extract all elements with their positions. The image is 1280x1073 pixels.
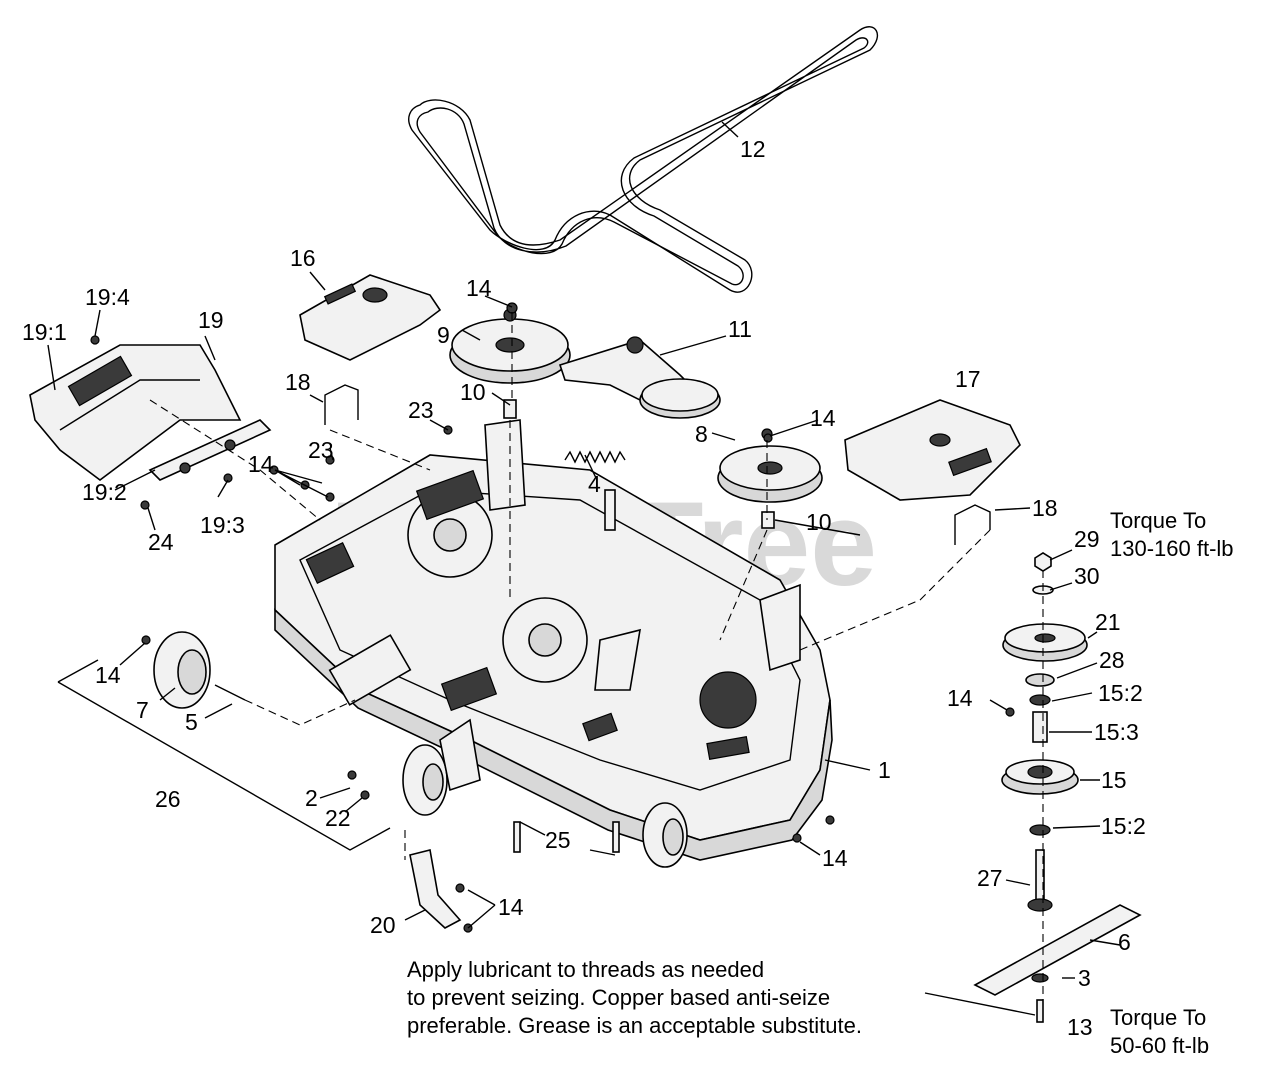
callout-19-1: 19:1: [22, 319, 67, 345]
assembly-lines: [149, 312, 1044, 1000]
callout-3: 3: [1078, 965, 1091, 991]
torque-top-line2: 130-160 ft-lb: [1110, 536, 1234, 561]
callout-30: 30: [1074, 563, 1100, 589]
chute-deflector-20[interactable]: [409, 849, 462, 929]
belt-cover-16[interactable]: [299, 274, 442, 361]
callout-2: 2: [305, 785, 318, 811]
callout-6: 6: [1118, 929, 1131, 955]
callout-14g: 14: [498, 894, 524, 920]
callout-18-left: 18: [285, 369, 311, 395]
bolt-13: [1036, 999, 1044, 1023]
callout-20: 20: [370, 912, 396, 938]
callout-10b: 10: [806, 509, 832, 535]
callout-24: 24: [148, 529, 174, 555]
belt-cover-17[interactable]: [844, 399, 1021, 501]
callout-14e: 14: [947, 685, 973, 711]
front-wheel-left[interactable]: [402, 718, 481, 816]
callout-4: 4: [588, 471, 601, 497]
callout-7: 7: [136, 697, 149, 723]
callout-15: 15: [1101, 767, 1127, 793]
callout-25: 25: [545, 827, 571, 853]
callout-8: 8: [695, 421, 708, 447]
callout-15-2-bottom: 15:2: [1101, 813, 1146, 839]
callout-1: 1: [878, 757, 891, 783]
idler-arm-11[interactable]: [558, 336, 721, 419]
washer-3: [1031, 973, 1049, 983]
torque-bottom-line1: Torque To: [1110, 1005, 1206, 1030]
idler-pulley-8[interactable]: [717, 428, 823, 529]
nut-29: [1034, 552, 1052, 572]
belt[interactable]: [408, 26, 879, 293]
callout-29: 29: [1074, 526, 1100, 552]
anti-scalp-wheel-7[interactable]: [153, 631, 246, 709]
torque-note-top: Torque To 130-160 ft-lb: [1110, 508, 1234, 561]
callout-23b: 23: [308, 437, 334, 463]
torque-note-bottom: Torque To 50-60 ft-lb: [1110, 1005, 1209, 1058]
callout-19-4: 19:4: [85, 284, 130, 310]
bearing-15-2-top: [1029, 694, 1051, 706]
front-wheel-right[interactable]: [642, 802, 688, 868]
callout-16: 16: [290, 245, 316, 271]
callout-10a: 10: [460, 379, 486, 405]
callout-23a: 23: [408, 397, 434, 423]
callout-17: 17: [955, 366, 981, 392]
rod-18-right[interactable]: [954, 504, 991, 545]
callout-9: 9: [437, 322, 450, 348]
callout-15-2-top: 15:2: [1098, 680, 1143, 706]
leader-lines: [47, 121, 1121, 1016]
blade-6: [973, 904, 1142, 996]
bearing-15-2-bottom: [1029, 824, 1051, 836]
callout-19: 19: [198, 307, 224, 333]
torque-bottom-line2: 50-60 ft-lb: [1110, 1033, 1209, 1058]
callout-15-3: 15:3: [1094, 719, 1139, 745]
cover-bracket-19-2[interactable]: [148, 419, 272, 481]
callout-14c: 14: [248, 451, 274, 477]
callout-21: 21: [1095, 609, 1121, 635]
lubricant-line2: to prevent seizing. Copper based anti-se…: [407, 985, 830, 1010]
callout-11: 11: [728, 316, 752, 342]
callout-28: 28: [1099, 647, 1125, 673]
bracket-26: [57, 659, 391, 851]
callout-14d: 14: [95, 662, 121, 688]
rod-18-left[interactable]: [324, 384, 359, 425]
callout-26: 26: [155, 786, 181, 812]
mower-deck[interactable]: [274, 419, 833, 861]
callout-12: 12: [740, 136, 766, 162]
callout-labels: 1 2 3 4 5 6 7 8 9 10 10 11 12 13 14 14 1…: [22, 136, 1146, 1040]
callout-19-2: 19:2: [82, 479, 127, 505]
callout-27: 27: [977, 865, 1003, 891]
belt-cover-19[interactable]: [29, 344, 242, 481]
hardware: [90, 302, 1015, 933]
lubricant-line3: preferable. Grease is an acceptable subs…: [407, 1013, 862, 1038]
callout-18-right: 18: [1032, 495, 1058, 521]
lubricant-note: Apply lubricant to threads as needed to …: [407, 957, 862, 1038]
callout-13: 13: [1067, 1014, 1093, 1040]
callout-14a: 14: [466, 275, 492, 301]
callout-5: 5: [185, 709, 198, 735]
callout-22: 22: [325, 805, 351, 831]
callout-19-3: 19:3: [200, 512, 245, 538]
spacer-15-3: [1032, 711, 1048, 743]
spring-4[interactable]: [564, 450, 626, 531]
torque-top-line1: Torque To: [1110, 508, 1206, 533]
spacer-28: [1025, 673, 1055, 687]
callout-14b: 14: [810, 405, 836, 431]
idler-pulley-9[interactable]: [449, 308, 571, 419]
callout-14f: 14: [822, 845, 848, 871]
lubricant-line1: Apply lubricant to threads as needed: [407, 957, 764, 982]
